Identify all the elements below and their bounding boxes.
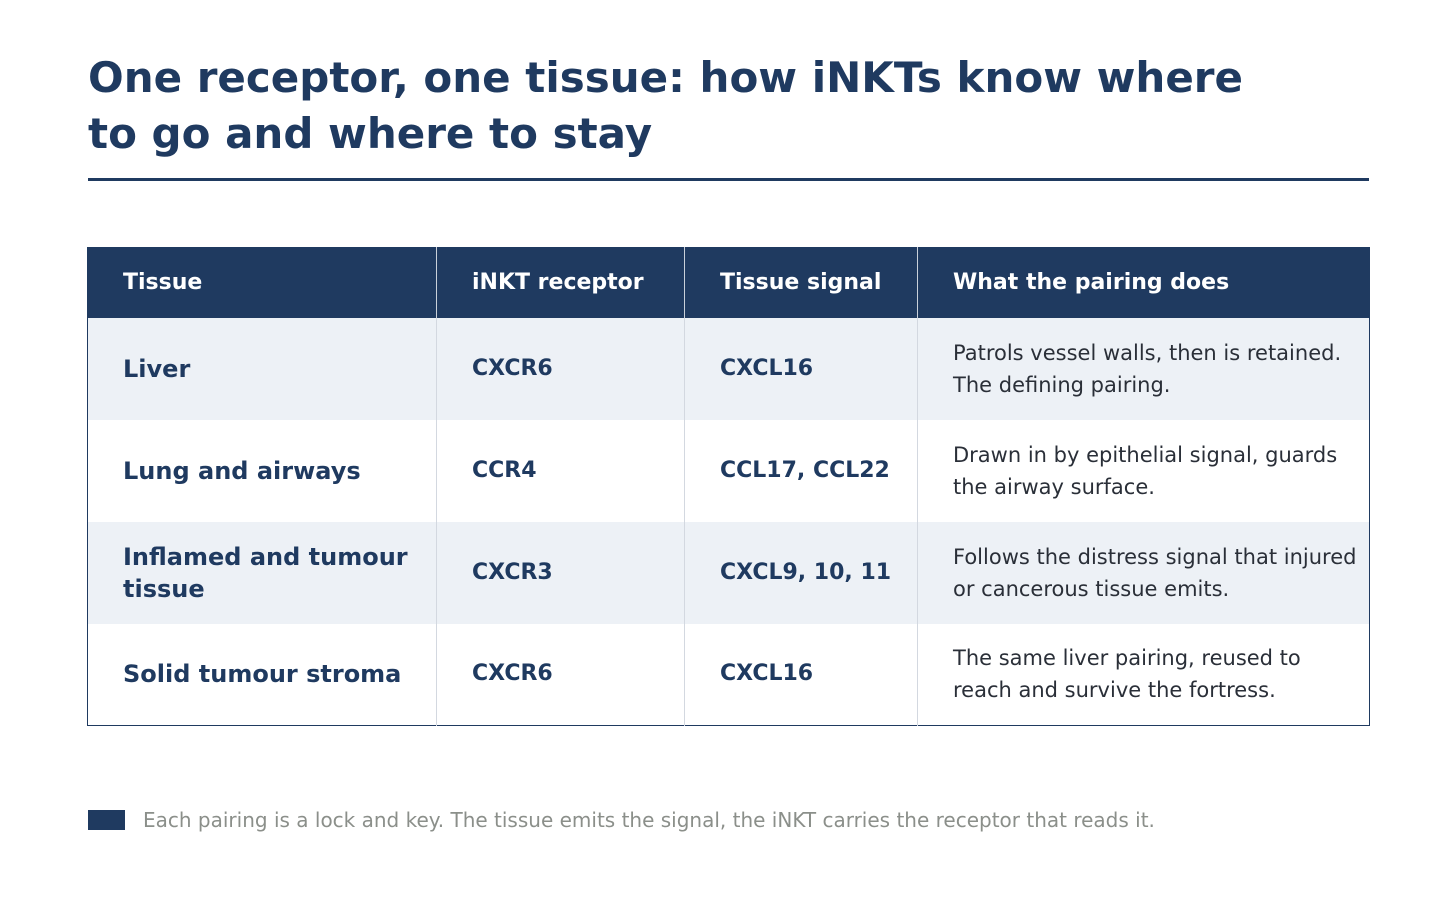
- receptor-cell: CXCR3: [436, 521, 685, 624]
- receptor-tissue-table: Tissue iNKT receptor Tissue signal What …: [87, 247, 1370, 726]
- signal-cell: CXCL9, 10, 11: [684, 521, 918, 624]
- signal-cell: CCL17, CCL22: [684, 419, 918, 522]
- table-row: Lung and airways CCR4 CCL17, CCL22 Drawn…: [87, 419, 1370, 522]
- signal-cell: CXCL16: [684, 623, 918, 726]
- signal-cell: CXCL16: [684, 317, 918, 420]
- footnote: Each pairing is a lock and key. The tiss…: [143, 808, 1155, 832]
- receptor-cell: CCR4: [436, 419, 685, 522]
- page-title: One receptor, one tissue: how iNKTs know…: [88, 53, 1243, 158]
- receptor-cell: CXCR6: [436, 317, 685, 420]
- tissue-cell: Lung and airways: [87, 419, 437, 522]
- effect-cell: The same liver pairing, reused to reach …: [917, 623, 1370, 726]
- header-pairing-effect: What the pairing does: [917, 247, 1370, 318]
- tissue-cell: Liver: [87, 317, 437, 420]
- tissue-cell: Solid tumour stroma: [87, 623, 437, 726]
- table-row: Inflamed and tumour tissue CXCR3 CXCL9, …: [87, 521, 1370, 624]
- table-row: Liver CXCR6 CXCL16 Patrols vessel walls,…: [87, 317, 1370, 420]
- effect-cell: Drawn in by epithelial signal, guards th…: [917, 419, 1370, 522]
- header-tissue: Tissue: [87, 247, 437, 318]
- table-header-row: Tissue iNKT receptor Tissue signal What …: [87, 247, 1370, 318]
- receptor-cell: CXCR6: [436, 623, 685, 726]
- header-tissue-signal: Tissue signal: [684, 247, 918, 318]
- effect-cell: Follows the distress signal that injured…: [917, 521, 1370, 624]
- tissue-cell: Inflamed and tumour tissue: [87, 521, 437, 624]
- header-inkt-receptor: iNKT receptor: [436, 247, 685, 318]
- table-row: Solid tumour stroma CXCR6 CXCL16 The sam…: [87, 623, 1370, 726]
- title-divider: [88, 178, 1369, 181]
- effect-cell: Patrols vessel walls, then is retained. …: [917, 317, 1370, 420]
- footnote-swatch: [88, 810, 125, 830]
